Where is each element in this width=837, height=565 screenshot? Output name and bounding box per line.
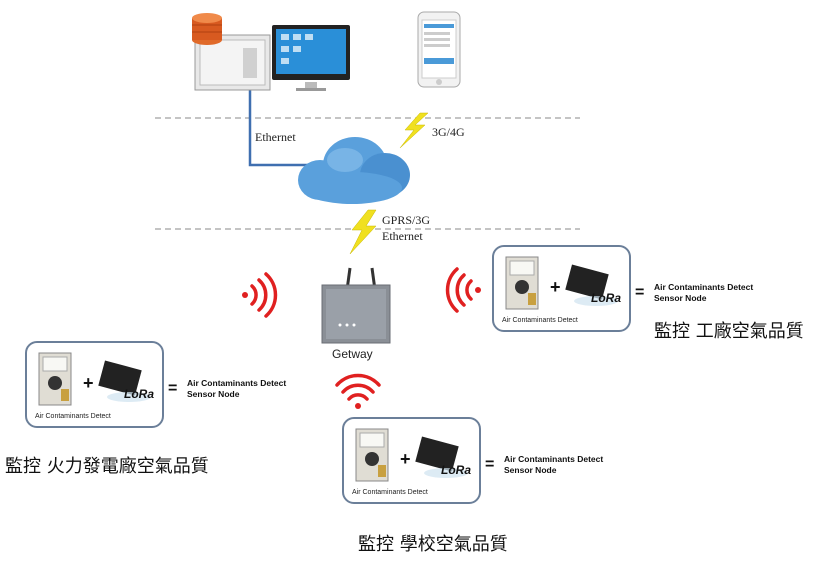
result-line1: Air Contaminants Detect	[654, 282, 754, 292]
sensor-caption: Air Contaminants Detect	[502, 317, 578, 324]
plus-sign: +	[400, 449, 411, 469]
gateway-icon	[321, 267, 391, 344]
sensor-caption: Air Contaminants Detect	[352, 489, 428, 496]
wifi-icon-left	[242, 272, 278, 318]
sensor-node-result-factory: Air Contaminants Detect Sensor Node	[654, 282, 753, 304]
result-line1: Air Contaminants Detect	[187, 378, 287, 388]
plus-sign: +	[550, 277, 561, 297]
equals-sign: =	[635, 284, 645, 301]
lora-module-icon	[565, 264, 618, 306]
sensor-node-factory: Air Contaminants Detect + LoRa	[492, 245, 631, 332]
lora-module-icon	[98, 360, 151, 402]
ethernet-line	[248, 88, 315, 167]
site-label-factory: 監控 工廠空氣品質	[654, 321, 804, 342]
sensor-node-power: Air Contaminants Detect + LoRa	[25, 341, 164, 428]
link-label-mobile: 3G/4G	[432, 125, 465, 139]
link-label-gprs: GPRS/3G	[382, 213, 431, 227]
link-label-ethernet-top: Ethernet	[255, 130, 296, 144]
lora-logo: LoRa	[124, 387, 154, 401]
phone-icon	[417, 11, 461, 88]
dust-sensor-icon	[38, 352, 72, 406]
lora-logo: LoRa	[441, 463, 471, 477]
lora-module-icon	[415, 436, 468, 478]
plus-sign: +	[83, 373, 94, 393]
sensor-node-school: Air Contaminants Detect + LoRa	[342, 417, 481, 504]
result-line2: Sensor Node	[187, 389, 240, 399]
equals-sign: =	[485, 456, 495, 473]
sensor-node-result-power: Air Contaminants Detect Sensor Node	[187, 378, 286, 400]
sensor-caption: Air Contaminants Detect	[35, 413, 111, 420]
sensor-node-result-school: Air Contaminants Detect Sensor Node	[504, 454, 603, 476]
site-label-power: 監控 火力發電廠空氣品質	[5, 456, 209, 477]
wifi-icon-right	[445, 267, 481, 313]
link-label-ethernet-bottom: Ethernet	[382, 229, 423, 243]
result-line2: Sensor Node	[654, 293, 707, 303]
monitor-icon	[272, 25, 350, 91]
server-icon	[192, 13, 271, 91]
cloud-icon	[298, 137, 410, 204]
bolt-icon-gprs	[349, 209, 377, 255]
bolt-icon-mobile	[399, 112, 429, 149]
gateway-label: Getway	[332, 347, 373, 361]
equals-sign: =	[168, 380, 178, 397]
wifi-icon-bottom	[335, 373, 381, 409]
result-line2: Sensor Node	[504, 465, 557, 475]
dust-sensor-icon	[505, 256, 539, 310]
site-label-school: 監控 學校空氣品質	[358, 534, 508, 555]
lora-logo: LoRa	[591, 291, 621, 305]
dust-sensor-icon	[355, 428, 389, 482]
result-line1: Air Contaminants Detect	[504, 454, 604, 464]
